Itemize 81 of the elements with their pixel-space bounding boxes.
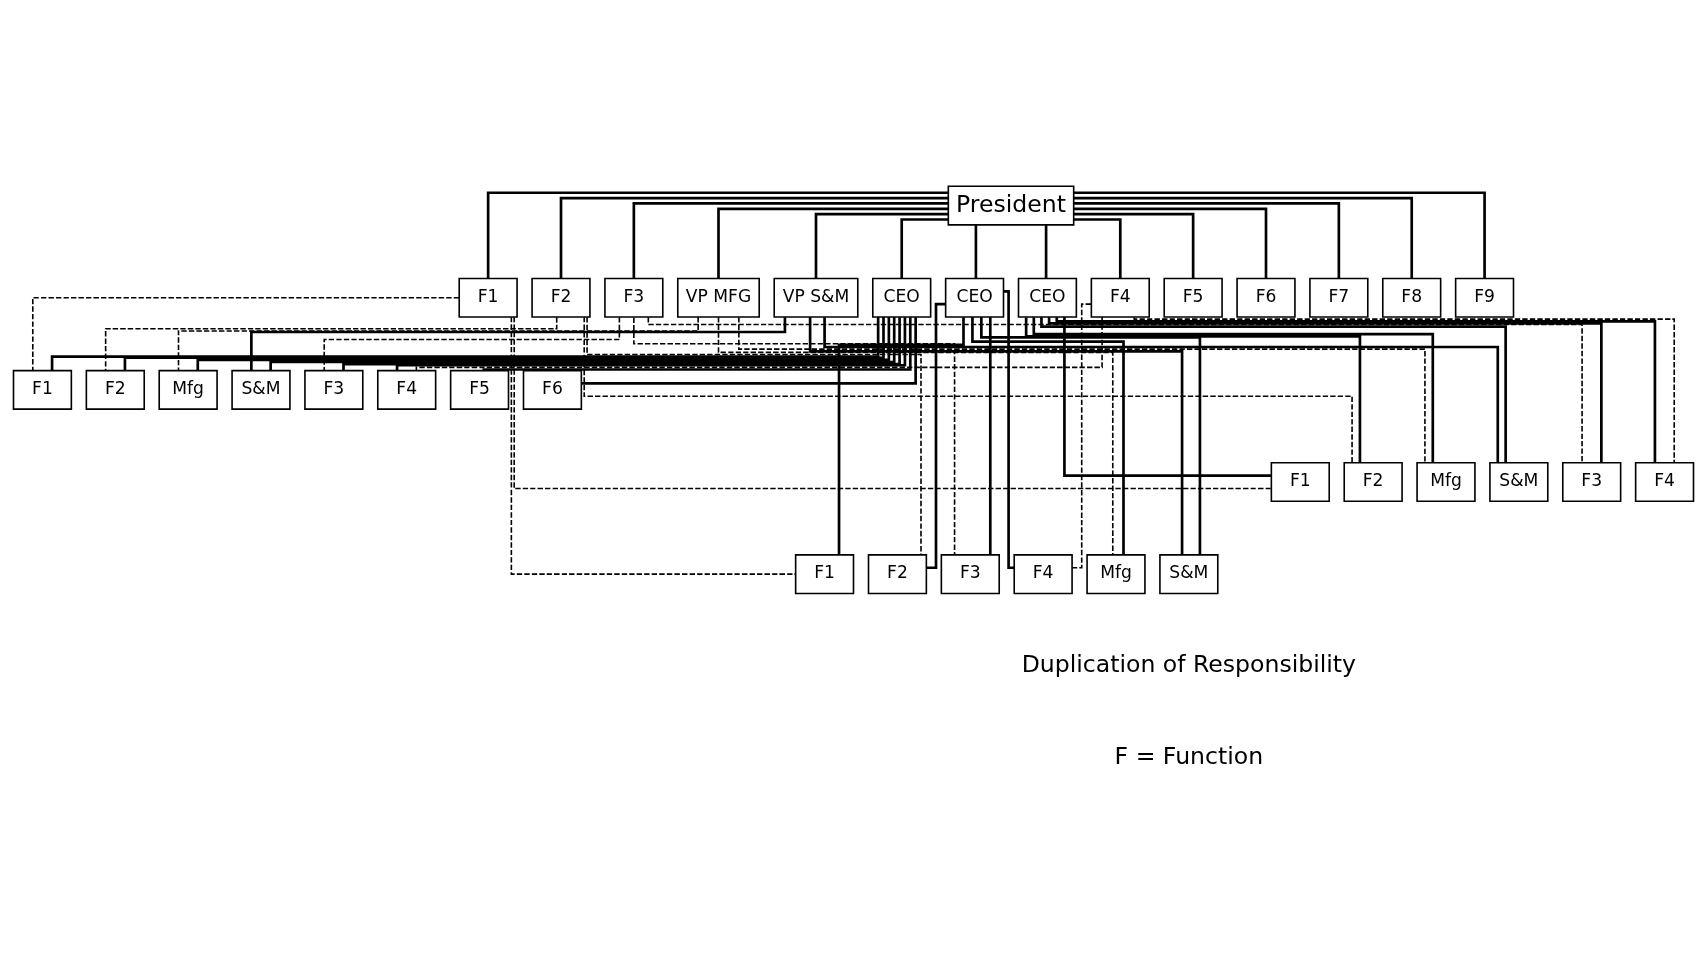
connector <box>717 316 1114 556</box>
connector <box>632 202 949 279</box>
connector <box>988 317 992 555</box>
node-box: S&M <box>1489 461 1549 503</box>
connector <box>1071 303 1092 569</box>
connector <box>814 212 949 279</box>
node-box: F4 <box>1013 554 1073 595</box>
connector <box>1074 196 1414 279</box>
node-box: F4 <box>1090 277 1150 318</box>
node-box: CEO <box>872 277 932 318</box>
connector <box>1024 317 1362 463</box>
node-box: S&M <box>1159 554 1219 595</box>
label: Duplication of Responsibility <box>1021 650 1357 679</box>
connector <box>980 317 1202 555</box>
node-box: F1 <box>12 369 73 410</box>
connector <box>559 196 948 279</box>
connector <box>104 316 558 372</box>
connector <box>647 316 1583 464</box>
connector <box>1073 207 1268 279</box>
node-box: CEO <box>1017 277 1078 318</box>
connector <box>1133 316 1675 464</box>
connector <box>1073 202 1341 279</box>
node-box: F6 <box>522 369 583 410</box>
connector <box>1032 317 1435 463</box>
node-box: F6 <box>1236 277 1296 318</box>
node-box: Mfg <box>1086 554 1146 595</box>
node-box: F9 <box>1454 277 1515 318</box>
connector <box>900 218 949 279</box>
connector <box>738 316 1426 464</box>
node-box: F2 <box>1343 461 1403 503</box>
connector <box>177 316 699 372</box>
connector <box>823 317 1500 463</box>
connector <box>1073 191 1486 278</box>
connector <box>1040 317 1507 463</box>
connector <box>586 316 922 556</box>
node-box: F4 <box>377 369 437 410</box>
node-box: Mfg <box>158 369 218 410</box>
node-box: F3 <box>940 554 1000 595</box>
connector <box>974 225 978 279</box>
node-box: F1 <box>458 277 518 318</box>
connector <box>1063 317 1271 477</box>
node-box: F5 <box>449 369 510 410</box>
node-box: F2 <box>531 277 591 318</box>
node-box: F1 <box>1270 461 1330 503</box>
node-box: F7 <box>1309 277 1369 318</box>
node-box: CEO <box>944 277 1005 318</box>
connector <box>1044 225 1048 279</box>
node-box: F2 <box>85 369 145 410</box>
connector <box>971 317 1125 555</box>
node-box: F1 <box>794 554 855 595</box>
connector <box>633 316 956 556</box>
connector <box>250 317 787 371</box>
connector <box>1073 212 1195 279</box>
node-box: VP S&M <box>773 277 859 318</box>
connector <box>513 316 1272 490</box>
node-box: F4 <box>1634 461 1695 503</box>
connector <box>926 302 946 570</box>
connector <box>583 316 1353 464</box>
node-box: F3 <box>1562 461 1622 503</box>
node-box: President <box>947 185 1075 226</box>
connector <box>717 207 949 279</box>
label: F = Function <box>1114 742 1264 771</box>
node-box: F5 <box>1163 277 1223 318</box>
connector <box>510 316 797 575</box>
node-box: F2 <box>867 554 928 595</box>
connector <box>32 296 460 372</box>
connector <box>486 191 948 278</box>
node-box: VP MFG <box>677 277 760 318</box>
connector <box>837 317 965 555</box>
connector <box>1003 289 1014 570</box>
connector <box>323 316 621 372</box>
node-box: F3 <box>604 277 664 318</box>
connector <box>1073 218 1122 279</box>
connector <box>482 317 912 372</box>
connector <box>415 316 1103 372</box>
node-box: F8 <box>1382 277 1442 318</box>
node-box: S&M <box>231 369 291 410</box>
node-box: Mfg <box>1416 461 1476 503</box>
node-box: F3 <box>304 369 364 410</box>
connector <box>808 317 1184 555</box>
connector <box>581 317 917 385</box>
